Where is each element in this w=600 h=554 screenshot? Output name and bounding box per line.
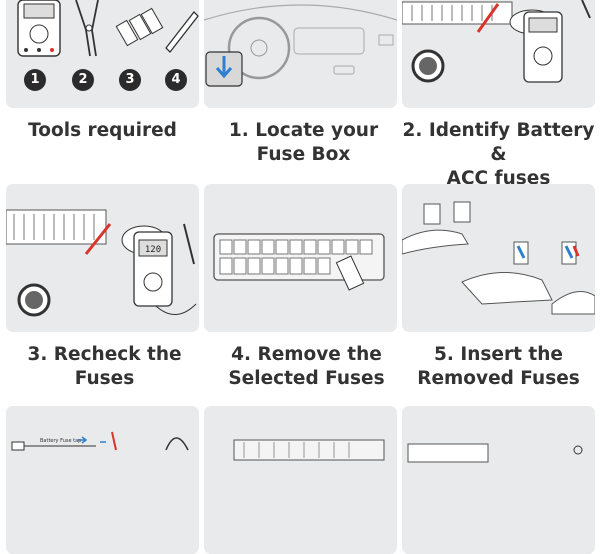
- step-caption-remove: 4. Remove the Selected Fuses: [210, 343, 403, 391]
- insert-fuses-card: [402, 184, 595, 332]
- caption-line-1: 3. Recheck the: [27, 344, 182, 365]
- battery-fuse-tap-label: Battery Fuse tap: [40, 438, 81, 444]
- caption-line-2: Removed Fuses: [417, 368, 580, 389]
- step-caption-insert: 5. Insert the Removed Fuses: [402, 343, 595, 391]
- fuse-panel-meter-illustration: [402, 0, 591, 83]
- fuse-tap-illustration: [402, 201, 595, 315]
- caption-line-2: Selected Fuses: [228, 368, 385, 389]
- car-dashboard-illustration: [204, 4, 397, 87]
- locate-fuse-box-card: [204, 0, 397, 108]
- remove-fuses-card: [204, 184, 397, 332]
- step-card-bottom-2: [204, 406, 397, 554]
- caption-line-1: 1. Locate your: [228, 120, 379, 141]
- step-card-bottom-3: [402, 406, 595, 554]
- caption-line-2: Fuse Box: [256, 144, 351, 165]
- tool-badge-3: 3: [119, 69, 141, 91]
- caption-line-2: ACC fuses: [446, 168, 551, 189]
- caption-line-1: 4. Remove the: [231, 344, 382, 365]
- step-caption-identify: 2. Identify Battery & ACC fuses: [402, 119, 595, 191]
- step-caption-recheck: 3. Recheck the Fuses: [8, 343, 201, 391]
- fuse-panel-illustration-3: [407, 443, 583, 463]
- caption-line-1: Tools required: [28, 120, 177, 141]
- caption-line-1: 5. Insert the: [434, 344, 563, 365]
- meter-readout: 120: [145, 245, 161, 255]
- recheck-fuses-card: 120: [6, 184, 199, 332]
- step-caption-locate: 1. Locate your Fuse Box: [207, 119, 400, 167]
- tool-badge-4: 4: [165, 69, 187, 91]
- tool-badge-2: 2: [72, 69, 94, 91]
- step-caption-tools: Tools required: [6, 119, 199, 143]
- tools-illustration: [17, 0, 199, 57]
- recheck-illustration: 120: [6, 209, 197, 317]
- fuse-panel-illustration: [213, 233, 385, 291]
- tools-card: 1 2 3 4: [6, 0, 199, 108]
- battery-fuse-tap-illustration: Battery Fuse tap: [11, 431, 189, 451]
- caption-line-1: 2. Identify Battery &: [402, 120, 595, 165]
- identify-fuses-card: [402, 0, 595, 108]
- step-card-bottom-1: Battery Fuse tap: [6, 406, 199, 554]
- caption-line-2: Fuses: [74, 368, 135, 389]
- tool-badge-1: 1: [24, 69, 46, 91]
- fuse-panel-illustration-2: [233, 439, 385, 461]
